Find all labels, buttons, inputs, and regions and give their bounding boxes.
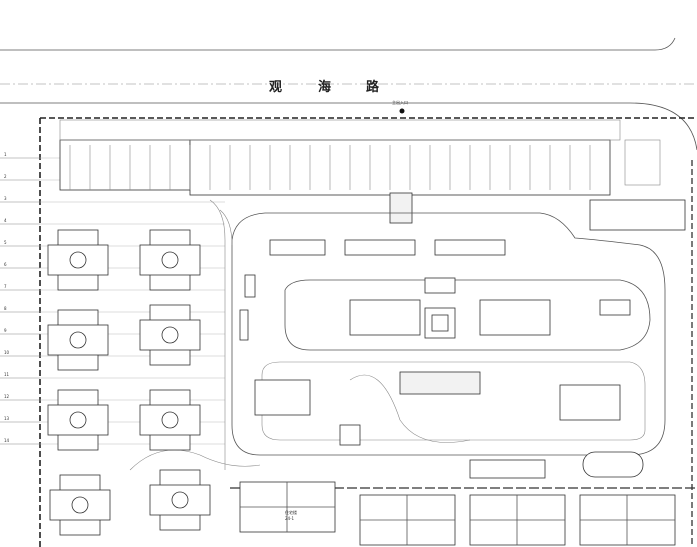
west-road <box>209 199 233 470</box>
road-north-edge <box>0 37 676 51</box>
gate-building <box>389 192 413 224</box>
legend-label: 12 <box>4 394 10 399</box>
central-square-inner <box>431 314 449 332</box>
road-name-char: 海 <box>318 80 332 95</box>
villa-core <box>69 331 87 349</box>
entrance-label: 主出入口 <box>392 100 408 105</box>
villa-core <box>171 491 189 509</box>
highrise-4 <box>559 384 621 421</box>
loop-road-outer <box>231 212 666 456</box>
legend-label: 11 <box>4 372 10 377</box>
building-label: 住宅楼 <box>285 510 297 515</box>
commercial-upper <box>59 119 621 141</box>
legend-label: 4 <box>4 218 7 223</box>
legend-label: 13 <box>4 416 10 421</box>
entrance-marker <box>399 108 405 114</box>
villas <box>47 229 211 536</box>
highrise-1 <box>349 299 421 336</box>
pool <box>582 451 644 478</box>
villa-core <box>161 251 179 269</box>
legend-label: 6 <box>4 262 7 267</box>
building-sublabel: 24-1 <box>285 516 295 521</box>
legend-label: 5 <box>4 240 7 245</box>
legend-label: 9 <box>4 328 7 333</box>
highrise-buildings <box>254 277 621 421</box>
highrise-3 <box>254 379 311 416</box>
road-name-char: 路 <box>366 80 380 95</box>
legend-label: 14 <box>4 438 10 443</box>
villa-core <box>161 326 179 344</box>
loop-road-inner2 <box>261 361 646 441</box>
villa-core <box>71 496 89 514</box>
townhouses <box>239 481 676 546</box>
bus-stop <box>469 459 546 479</box>
villa-core <box>69 411 87 429</box>
property-boundary <box>39 117 697 547</box>
corner-plaza <box>624 139 661 186</box>
villa-core <box>69 251 87 269</box>
road-south-edge <box>0 102 697 151</box>
landscape-path <box>129 374 471 471</box>
commercial-strip <box>189 139 611 196</box>
road-name-char: 观 <box>269 80 283 95</box>
legend-label: 1 <box>4 152 7 157</box>
legend-label: 3 <box>4 196 7 201</box>
legend-label: 10 <box>4 350 10 355</box>
central-pavilion <box>399 371 481 395</box>
north-gate <box>424 277 456 294</box>
commercial-east <box>589 199 686 231</box>
commercial-units <box>69 145 591 190</box>
villa-wing <box>139 244 201 276</box>
villa-core <box>161 411 179 429</box>
commercial-strip <box>59 139 191 191</box>
legend-label: 8 <box>4 306 7 311</box>
highrise-2 <box>479 299 551 336</box>
loop-road-inner <box>284 279 651 351</box>
parking-rows <box>239 239 631 446</box>
legend-label: 7 <box>4 284 7 289</box>
legend-label: 2 <box>4 174 7 179</box>
